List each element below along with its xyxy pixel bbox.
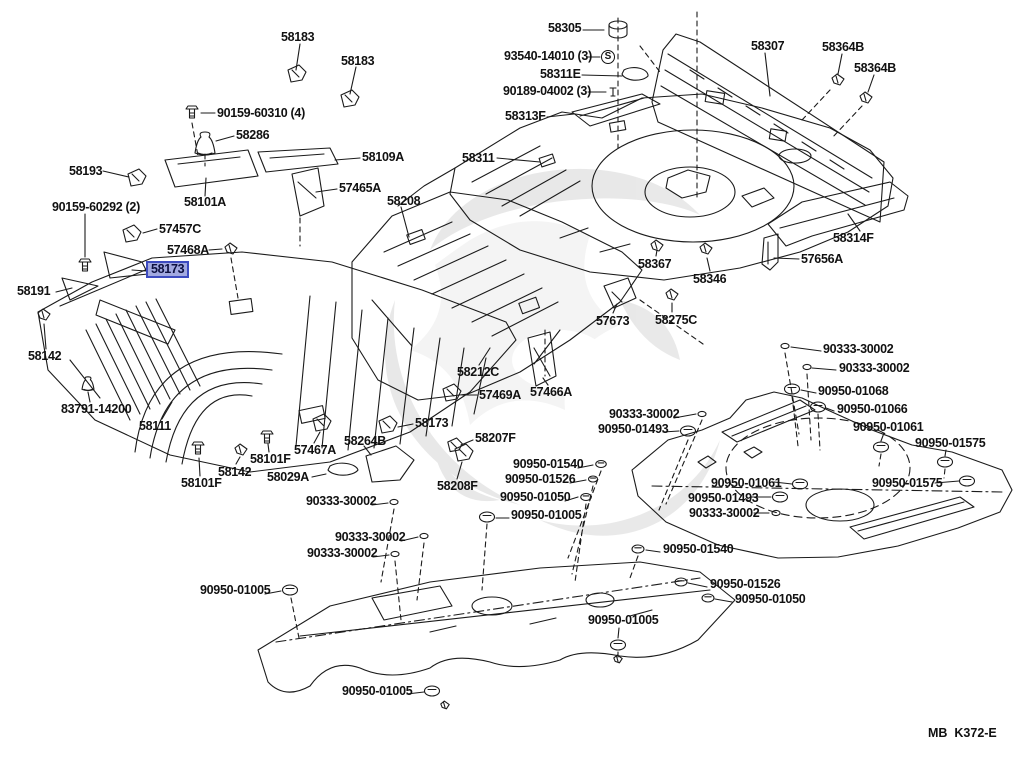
leader-lines (44, 30, 959, 694)
part-label-57466a[interactable]: 57466A (530, 385, 572, 399)
part-label-57467a[interactable]: 57467A (294, 443, 336, 457)
bracket-57466a-icon (528, 332, 556, 386)
part-label-90950-01493[interactable]: 90950-01493 (598, 422, 669, 436)
part-label-90333-30002[interactable]: 90333-30002 (839, 361, 910, 375)
part-label-58275c[interactable]: 58275C (655, 313, 697, 327)
part-label-58367[interactable]: 58367 (638, 257, 672, 271)
part-label-57468a[interactable]: 57468A (167, 243, 209, 257)
part-label-58364b[interactable]: 58364B (854, 61, 896, 75)
part-label-90950-01540[interactable]: 90950-01540 (513, 457, 584, 471)
part-label-57673[interactable]: 57673 (596, 314, 630, 328)
center-floor-pan-drawing (352, 192, 642, 400)
part-label-90950-01068[interactable]: 90950-01068 (818, 384, 889, 398)
part-label-90333-30002[interactable]: 90333-30002 (823, 342, 894, 356)
part-label-90950-01061[interactable]: 90950-01061 (711, 476, 782, 490)
part-label-90159-60292-2-[interactable]: 90159-60292 (2) (52, 200, 140, 214)
part-label-57656a[interactable]: 57656A (801, 252, 843, 266)
part-label-58029a[interactable]: 58029A (267, 470, 309, 484)
part-label-58193[interactable]: 58193 (69, 164, 103, 178)
part-label-90950-01066[interactable]: 90950-01066 (837, 402, 908, 416)
part-label-90950-01005[interactable]: 90950-01005 (511, 508, 582, 522)
part-label-58313f[interactable]: 58313F (505, 109, 546, 123)
part-label-58101f[interactable]: 58101F (181, 476, 222, 490)
part-label-58183[interactable]: 58183 (341, 54, 375, 68)
part-label-58286[interactable]: 58286 (236, 128, 270, 142)
part-label-58183[interactable]: 58183 (281, 30, 315, 44)
part-label-58101a[interactable]: 58101A (184, 195, 226, 209)
part-label-90950-01005[interactable]: 90950-01005 (588, 613, 659, 627)
part-label-58109a[interactable]: 58109A (362, 150, 404, 164)
part-label-58208f[interactable]: 58208F (437, 479, 478, 493)
part-label-58264b[interactable]: 58264B (344, 434, 386, 448)
rear-ledge-58314f-drawing (768, 182, 908, 246)
part-label-90950-01526[interactable]: 90950-01526 (710, 577, 781, 591)
part-label-58173[interactable]: 58173 (146, 261, 190, 278)
part-label-90159-60310-4-[interactable]: 90159-60310 (4) (217, 106, 305, 120)
part-label-58346[interactable]: 58346 (693, 272, 727, 286)
strip-58109a-icon (258, 148, 338, 172)
part-label-58305[interactable]: 58305 (548, 21, 582, 35)
part-label-90950-01005[interactable]: 90950-01005 (342, 684, 413, 698)
part-label-58212c[interactable]: 58212C (457, 365, 499, 379)
front-floor-pan-drawing (38, 252, 516, 472)
part-label-58311[interactable]: 58311 (462, 151, 495, 165)
small-parts (37, 20, 976, 710)
part-label-58111[interactable]: 58111 (139, 419, 171, 433)
pad-58311e-icon (622, 68, 648, 81)
part-label-90950-01540[interactable]: 90950-01540 (663, 542, 734, 556)
plate-58101a-icon (165, 150, 258, 187)
part-label-58101f[interactable]: 58101F (250, 452, 291, 466)
part-label-90950-01493[interactable]: 90950-01493 (688, 491, 759, 505)
bracket-58264b-top-icon (366, 446, 414, 482)
part-label-58207f[interactable]: 58207F (475, 431, 516, 445)
pin-57656a-icon (762, 234, 778, 270)
plate-57673-icon (604, 278, 636, 308)
part-label-58364b[interactable]: 58364B (822, 40, 864, 54)
rear-floor-pan-drawing (398, 94, 893, 280)
part-label-90950-01575[interactable]: 90950-01575 (872, 476, 943, 490)
part-label-90333-30002[interactable]: 90333-30002 (335, 530, 406, 544)
watermark (384, 168, 720, 536)
part-label-90333-30002[interactable]: 90333-30002 (689, 506, 760, 520)
part-label-58191[interactable]: 58191 (17, 284, 51, 298)
part-label-90950-01050[interactable]: 90950-01050 (500, 490, 571, 504)
front-under-cover-drawing (258, 562, 735, 692)
part-label-58142[interactable]: 58142 (28, 349, 62, 363)
part-label-58307[interactable]: 58307 (751, 39, 785, 53)
part-label-90333-30002[interactable]: 90333-30002 (307, 546, 378, 560)
strip-58313f-icon (572, 94, 660, 126)
part-label-90950-01575[interactable]: 90950-01575 (915, 436, 986, 450)
part-label-90333-30002[interactable]: 90333-30002 (609, 407, 680, 421)
diagram-code: MB K372-E (928, 726, 997, 740)
part-label-90189-04002-3-[interactable]: 90189-04002 (3) (503, 84, 591, 98)
bracket-57465a-icon (292, 168, 324, 216)
part-label-90333-30002[interactable]: 90333-30002 (306, 494, 377, 508)
part-label-58208[interactable]: 58208 (387, 194, 421, 208)
part-label-57457c[interactable]: 57457C (159, 222, 201, 236)
part-label-83791-14200[interactable]: 83791-14200 (61, 402, 132, 416)
part-label-58173[interactable]: 58173 (415, 416, 449, 430)
part-label-93540-14010-3-[interactable]: 93540-14010 (3) (504, 49, 592, 63)
alignment-dashed-lines (192, 12, 945, 658)
pad-58029a-icon (328, 463, 358, 475)
part-label-90950-01005[interactable]: 90950-01005 (200, 583, 271, 597)
rear-under-cover-drawing (632, 392, 1012, 558)
part-label-90950-01526[interactable]: 90950-01526 (505, 472, 576, 486)
part-label-58314f[interactable]: 58314F (833, 231, 874, 245)
part-label-90950-01061[interactable]: 90950-01061 (853, 420, 924, 434)
part-label-58311e[interactable]: 58311E (540, 67, 581, 81)
part-label-90950-01050[interactable]: 90950-01050 (735, 592, 806, 606)
part-label-57465a[interactable]: 57465A (339, 181, 381, 195)
part-label-58142[interactable]: 58142 (218, 465, 252, 479)
part-label-57469a[interactable]: 57469A (479, 388, 521, 402)
screw-symbol-s: S (601, 50, 615, 64)
